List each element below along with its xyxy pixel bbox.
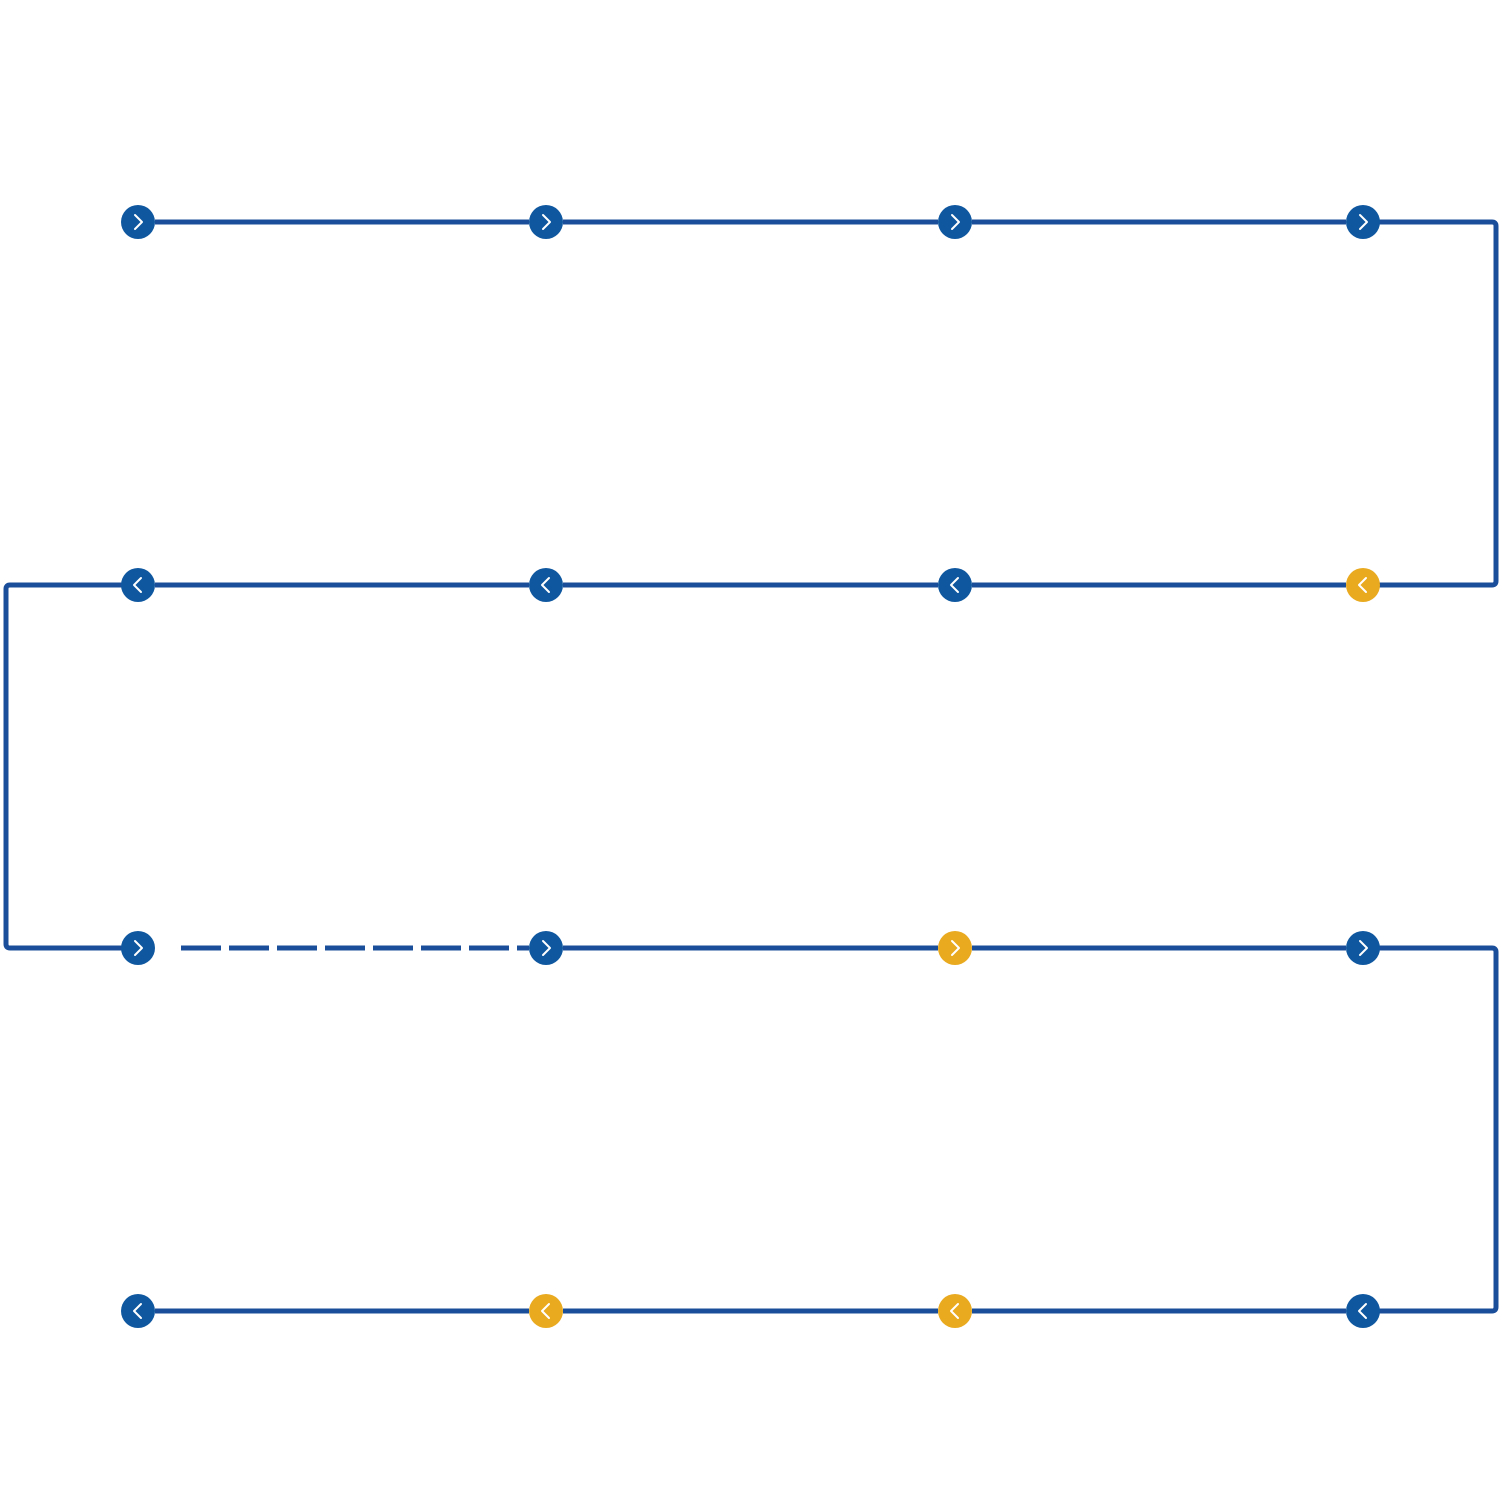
chevron-right-icon (1359, 214, 1368, 230)
node-circle (1346, 1294, 1380, 1328)
connector-left-row-2-to-3 (3, 582, 138, 951)
row-3-node-2 (529, 931, 563, 965)
row-2-node-4 (1346, 568, 1380, 602)
node-circle (121, 205, 155, 239)
row-1-node-1 (121, 205, 155, 239)
row-1-node-3 (938, 205, 972, 239)
connector-right-row-1-to-2 (1363, 219, 1499, 588)
chevron-right-icon (951, 214, 960, 230)
node-circle (121, 931, 155, 965)
node-circle (529, 205, 563, 239)
chevron-left-icon (541, 577, 550, 593)
row-3-node-3 (938, 931, 972, 965)
row-4-node-3 (938, 1294, 972, 1328)
chevron-left-icon (1358, 1303, 1367, 1319)
segments-layer (155, 219, 1346, 1314)
chevron-left-icon (133, 577, 142, 593)
node-circle (121, 1294, 155, 1328)
row-2-node-2 (529, 568, 563, 602)
connectors-layer (3, 219, 1499, 1314)
chevron-right-icon (951, 940, 960, 956)
node-circle (529, 568, 563, 602)
row-4-node-4 (1346, 1294, 1380, 1328)
row-3-node-4 (1346, 931, 1380, 965)
chevron-left-icon (541, 1303, 550, 1319)
node-circle (938, 568, 972, 602)
chevron-right-icon (1359, 940, 1368, 956)
node-circle (529, 931, 563, 965)
highlighted-node-circle (1346, 568, 1380, 602)
nodes-layer (121, 205, 1380, 1328)
node-circle (938, 205, 972, 239)
row-1-node-4 (1346, 205, 1380, 239)
row-1-node-2 (529, 205, 563, 239)
chevron-right-icon (134, 214, 143, 230)
connector-right-row-3-to-4 (1363, 945, 1499, 1314)
node-circle (1346, 931, 1380, 965)
row-4-node-1 (121, 1294, 155, 1328)
row-3-node-1 (121, 931, 155, 965)
chevron-right-icon (542, 940, 551, 956)
chevron-right-icon (134, 940, 143, 956)
chevron-right-icon (542, 214, 551, 230)
highlighted-node-circle (938, 931, 972, 965)
row-2-node-3 (938, 568, 972, 602)
highlighted-node-circle (529, 1294, 563, 1328)
chevron-left-icon (950, 577, 959, 593)
highlighted-node-circle (938, 1294, 972, 1328)
chevron-left-icon (950, 1303, 959, 1319)
row-4-node-2 (529, 1294, 563, 1328)
chevron-left-icon (1358, 577, 1367, 593)
node-circle (121, 568, 155, 602)
node-circle (1346, 205, 1380, 239)
row-2-node-1 (121, 568, 155, 602)
chevron-left-icon (133, 1303, 142, 1319)
